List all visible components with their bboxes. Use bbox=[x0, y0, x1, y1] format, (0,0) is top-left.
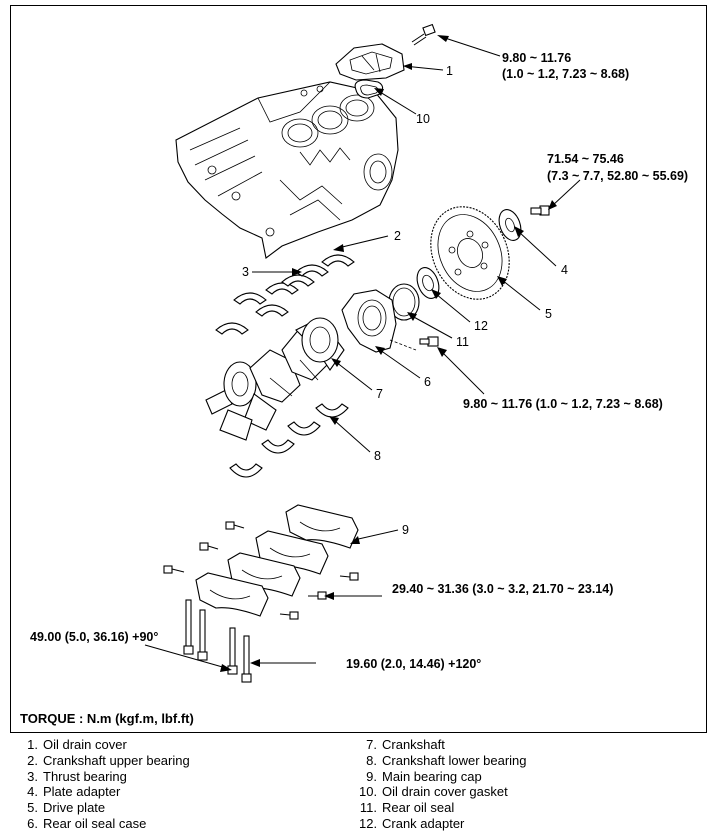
torque-rear-oil-seal-case: 9.80 ~ 11.76 (1.0 ~ 1.2, 7.23 ~ 8.68) bbox=[463, 397, 663, 411]
legend-item: 7.Crankshaft bbox=[366, 737, 445, 752]
legend-item: 11.Rear oil seal bbox=[359, 800, 455, 816]
callout-4: 4 bbox=[561, 263, 568, 277]
main-bearing-caps bbox=[195, 504, 359, 617]
legend-item: 12.Crank adapter bbox=[359, 815, 465, 831]
legend-item: 6.Rear oil seal case bbox=[27, 815, 147, 831]
callout-8: 8 bbox=[374, 449, 381, 463]
torque-oil-drain-cover-line2: (1.0 ~ 1.2, 7.23 ~ 8.68) bbox=[502, 67, 629, 81]
torque-drive-plate-line1: 71.54 ~ 75.46 bbox=[547, 152, 624, 166]
arrowheads bbox=[220, 35, 557, 672]
rear-oil-seal-case-bolt bbox=[419, 336, 439, 347]
drive-plate bbox=[430, 206, 510, 300]
oil-drain-cover bbox=[335, 43, 405, 81]
callout-9: 9 bbox=[402, 523, 409, 537]
torque-drive-plate-line2: (7.3 ~ 7.7, 52.80 ~ 55.69) bbox=[547, 169, 688, 183]
callout-12: 12 bbox=[474, 319, 488, 333]
crankshaft-lower-bearings bbox=[229, 403, 349, 478]
legend-item: 10.Oil drain cover gasket bbox=[359, 784, 508, 800]
torque-main-bearing-cap-b: 19.60 (2.0, 14.46) +120° bbox=[346, 657, 481, 671]
legend-item: 9.Main bearing cap bbox=[366, 768, 482, 784]
torque-main-bearing-cap-a: 49.00 (5.0, 36.16) +90° bbox=[30, 630, 158, 644]
rear-oil-seal-case bbox=[341, 289, 417, 353]
callout-numbers: 1 2 3 4 5 6 7 8 9 10 11 12 bbox=[242, 64, 568, 537]
callout-10: 10 bbox=[416, 112, 430, 126]
torque-units-note: TORQUE : N.m (kgf.m, lbf.ft) bbox=[20, 711, 194, 726]
legend-left-column: 1.Oil drain cover 2.Crankshaft upper bea… bbox=[20, 737, 190, 832]
oil-drain-cover-gasket bbox=[354, 79, 384, 99]
drive-plate-bolt bbox=[530, 205, 550, 216]
callout-6: 6 bbox=[424, 375, 431, 389]
callout-5: 5 bbox=[545, 307, 552, 321]
exploded-view-figure bbox=[10, 5, 707, 733]
crankshaft bbox=[205, 317, 345, 441]
torque-oil-drain-cover-line1: 9.80 ~ 11.76 bbox=[502, 51, 571, 65]
callout-1: 1 bbox=[446, 64, 453, 78]
callout-3: 3 bbox=[242, 265, 249, 279]
legend-item: 2.Crankshaft upper bearing bbox=[27, 752, 190, 768]
bed-plate-side-bolts bbox=[163, 521, 359, 620]
main-bearing-cap-long-bolts bbox=[183, 599, 252, 683]
legend-item: 5.Drive plate bbox=[27, 800, 106, 816]
torque-spec-labels: 9.80 ~ 11.76 (1.0 ~ 1.2, 7.23 ~ 8.68) 71… bbox=[30, 51, 688, 671]
torque-bed-plate-bolt: 29.40 ~ 31.36 (3.0 ~ 3.2, 21.70 ~ 23.14) bbox=[392, 582, 613, 596]
legend-item: 1.Oil drain cover bbox=[27, 737, 127, 752]
legend-item: 8.Crankshaft lower bearing bbox=[366, 752, 527, 768]
legend-right-column: 7.Crankshaft 8.Crankshaft lower bearing … bbox=[359, 737, 527, 832]
crankshaft-upper-bearings bbox=[215, 254, 355, 335]
oil-drain-cover-bolt bbox=[411, 23, 436, 46]
engine-block bbox=[175, 81, 399, 259]
callout-7: 7 bbox=[376, 387, 383, 401]
plate-adapter bbox=[498, 209, 522, 241]
legend-item: 3.Thrust bearing bbox=[27, 768, 127, 784]
callout-11: 11 bbox=[456, 335, 469, 349]
legend-item: 4.Plate adapter bbox=[27, 784, 121, 800]
callout-2: 2 bbox=[394, 229, 401, 243]
